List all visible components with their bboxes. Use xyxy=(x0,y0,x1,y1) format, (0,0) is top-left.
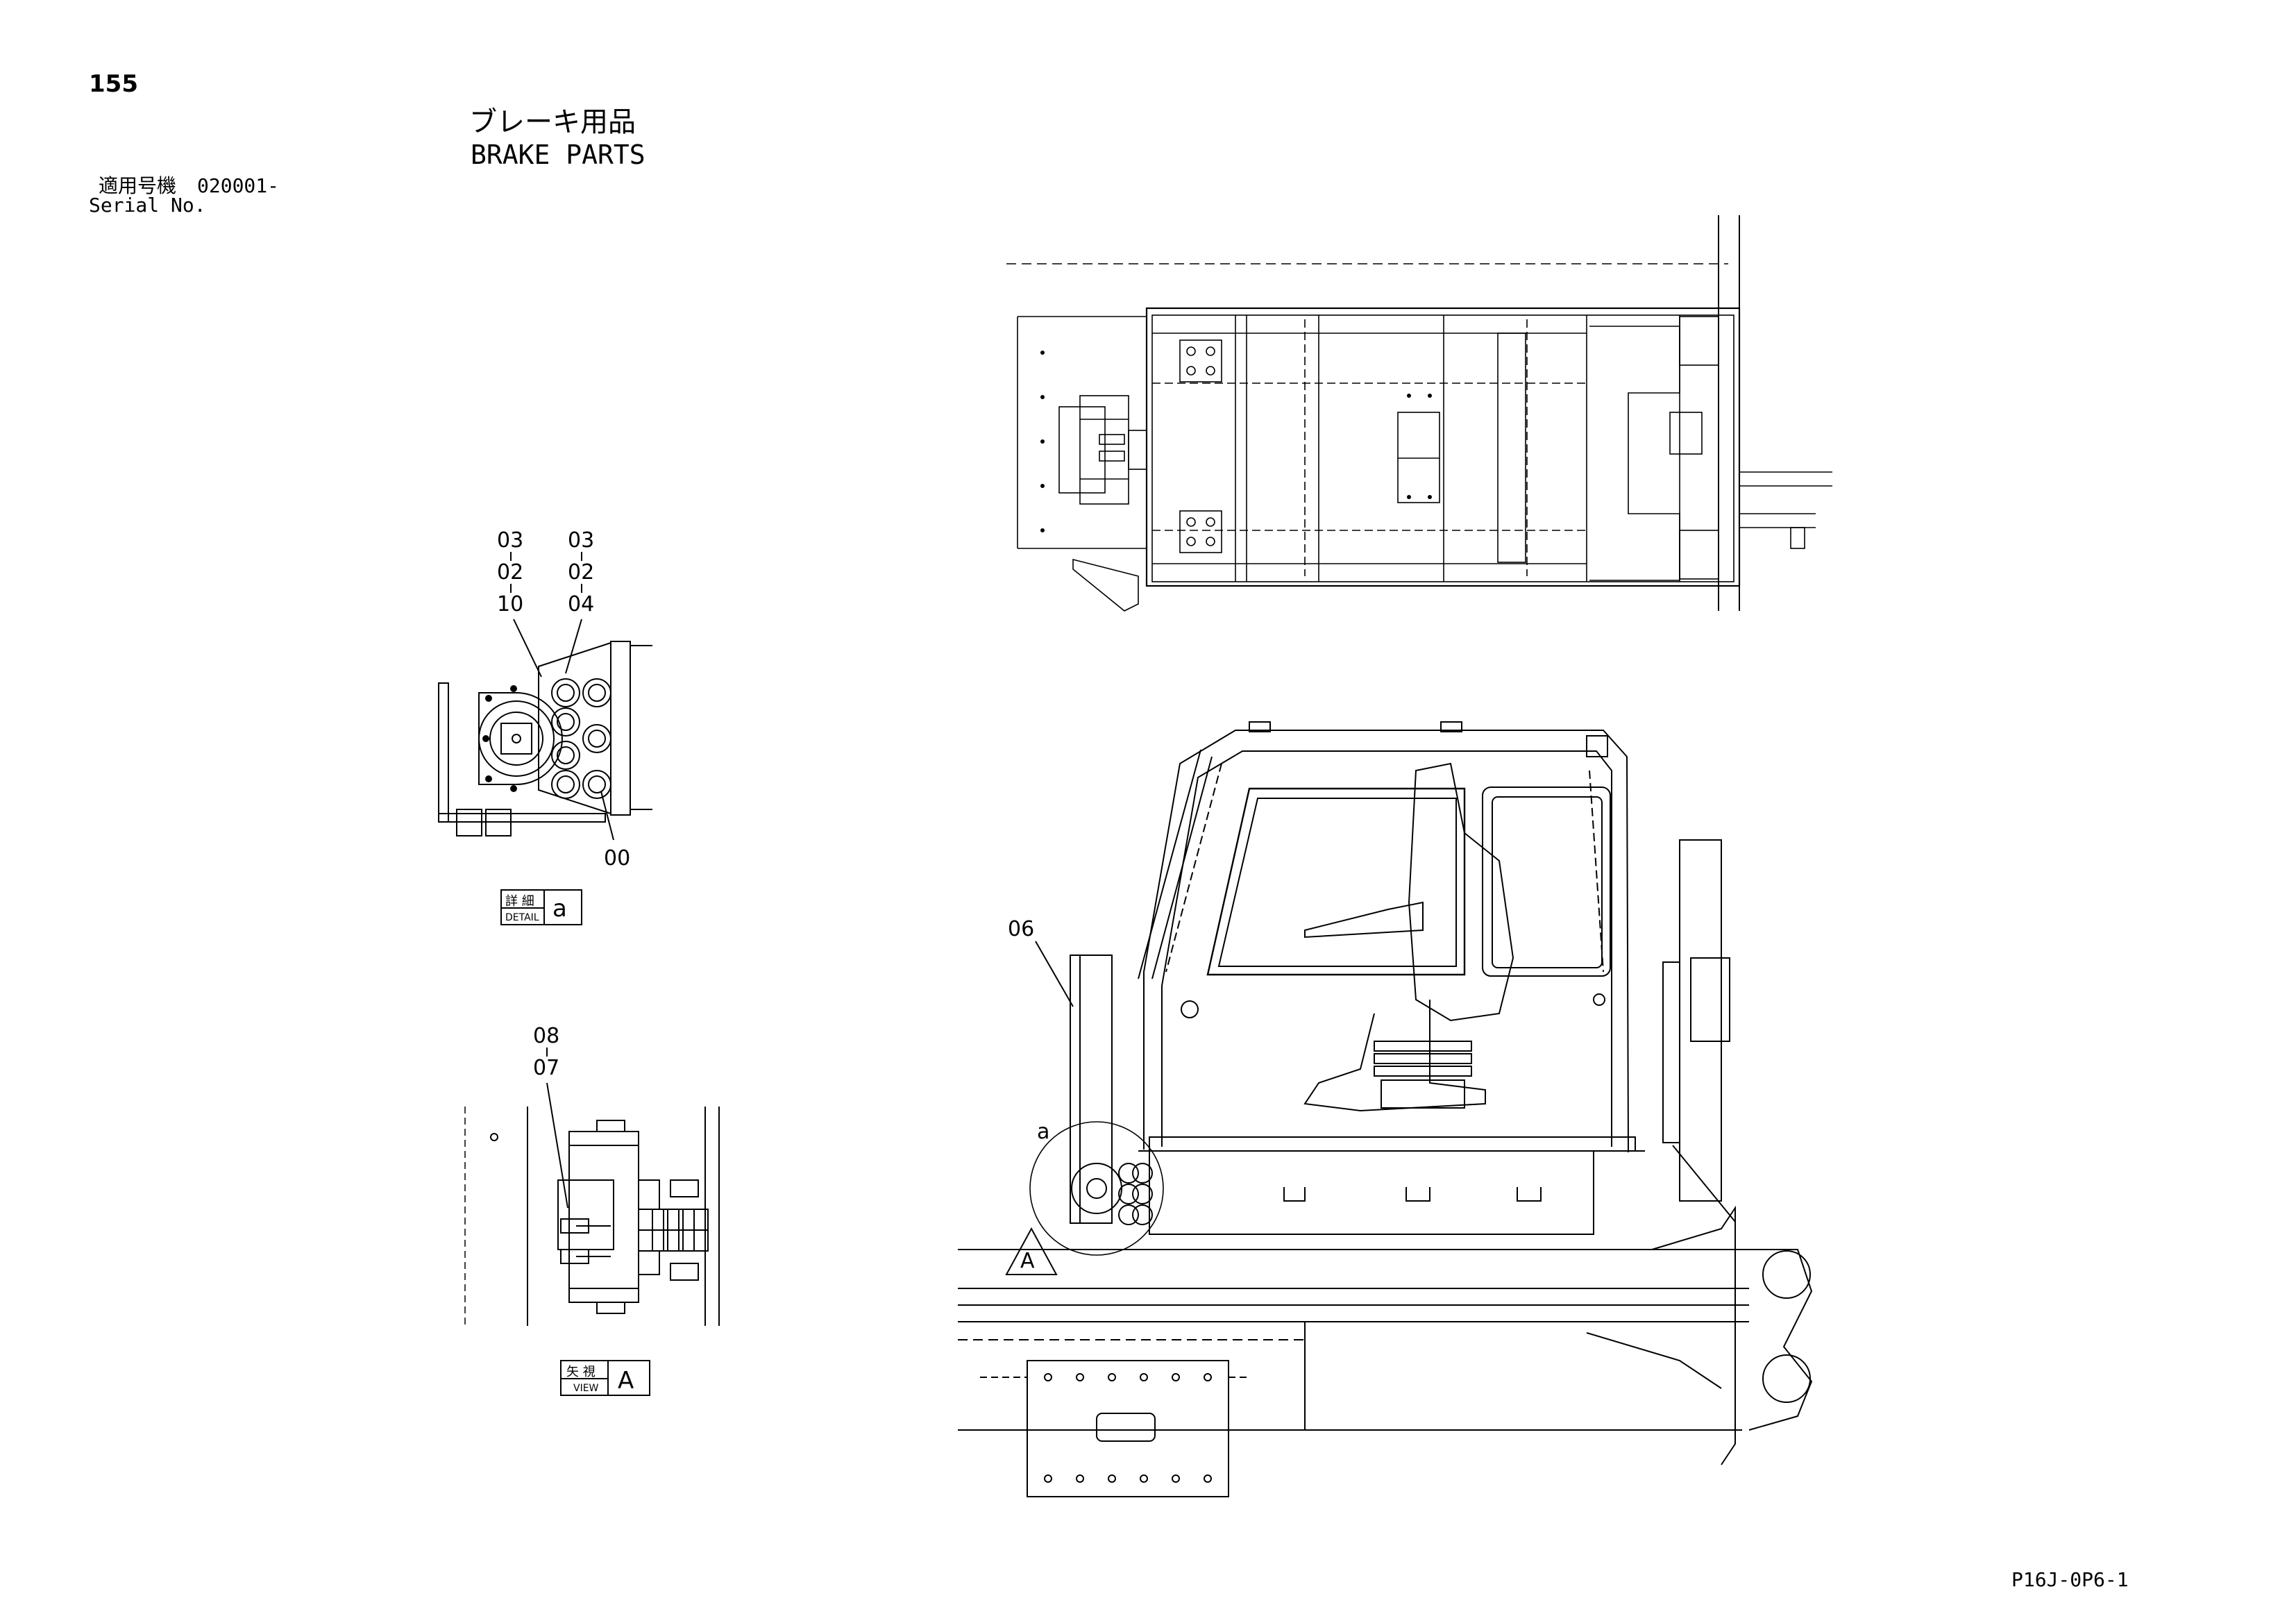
main-callout-06: 06 xyxy=(1008,917,1034,941)
view-a-label-ja: 矢 視 xyxy=(566,1365,596,1379)
detail-a-callout-right-1: 03 xyxy=(568,528,594,553)
title-english: BRAKE PARTS xyxy=(471,140,645,170)
serial-value: 020001- xyxy=(197,174,280,197)
serial-label-japanese: 適用号機 xyxy=(99,174,177,197)
view-a-label-en: VIEW xyxy=(573,1383,599,1394)
view-a-drawing: 08 07 矢 視 VIEW A xyxy=(464,1024,720,1396)
main-detail-marker: a xyxy=(1037,1120,1049,1144)
part-06-plate xyxy=(1070,955,1113,1224)
detail-a-circle xyxy=(1029,1121,1164,1256)
main-view-marker: A xyxy=(1020,1249,1035,1273)
view-a-callout-1: 08 xyxy=(533,1024,559,1048)
detail-a-hex-nuts xyxy=(551,678,611,799)
document-code: P16J-0P6-1 xyxy=(2011,1568,2129,1591)
detail-a-label-ja: 詳 細 xyxy=(505,894,534,909)
detail-a-drawing: 03 02 10 03 02 04 xyxy=(438,528,652,925)
detail-a-callout-right-3: 04 xyxy=(568,592,594,616)
lower-cover-plate xyxy=(1027,1360,1229,1497)
view-a-callout-2: 07 xyxy=(533,1056,559,1080)
detail-a-callout-right-2: 02 xyxy=(568,560,594,585)
main-cab-view: 06 a A xyxy=(958,721,1813,1497)
page-number: 155 xyxy=(89,70,138,98)
detail-a-callout-left-1: 03 xyxy=(497,528,523,553)
detail-a-callout-left-3: 10 xyxy=(497,592,523,616)
detail-a-label-en: DETAIL xyxy=(505,912,539,923)
detail-a-label-letter: a xyxy=(552,895,567,923)
detail-a-callout-bottom: 00 xyxy=(604,846,630,871)
title-japanese: ブレーキ用品 xyxy=(469,106,636,138)
view-a-arrow xyxy=(1005,1227,1058,1275)
view-a-label-letter: A xyxy=(618,1367,634,1395)
top-plan-view xyxy=(1006,215,1832,612)
serial-label-english: Serial No. xyxy=(89,194,206,217)
detail-a-callout-left-2: 02 xyxy=(497,560,523,585)
